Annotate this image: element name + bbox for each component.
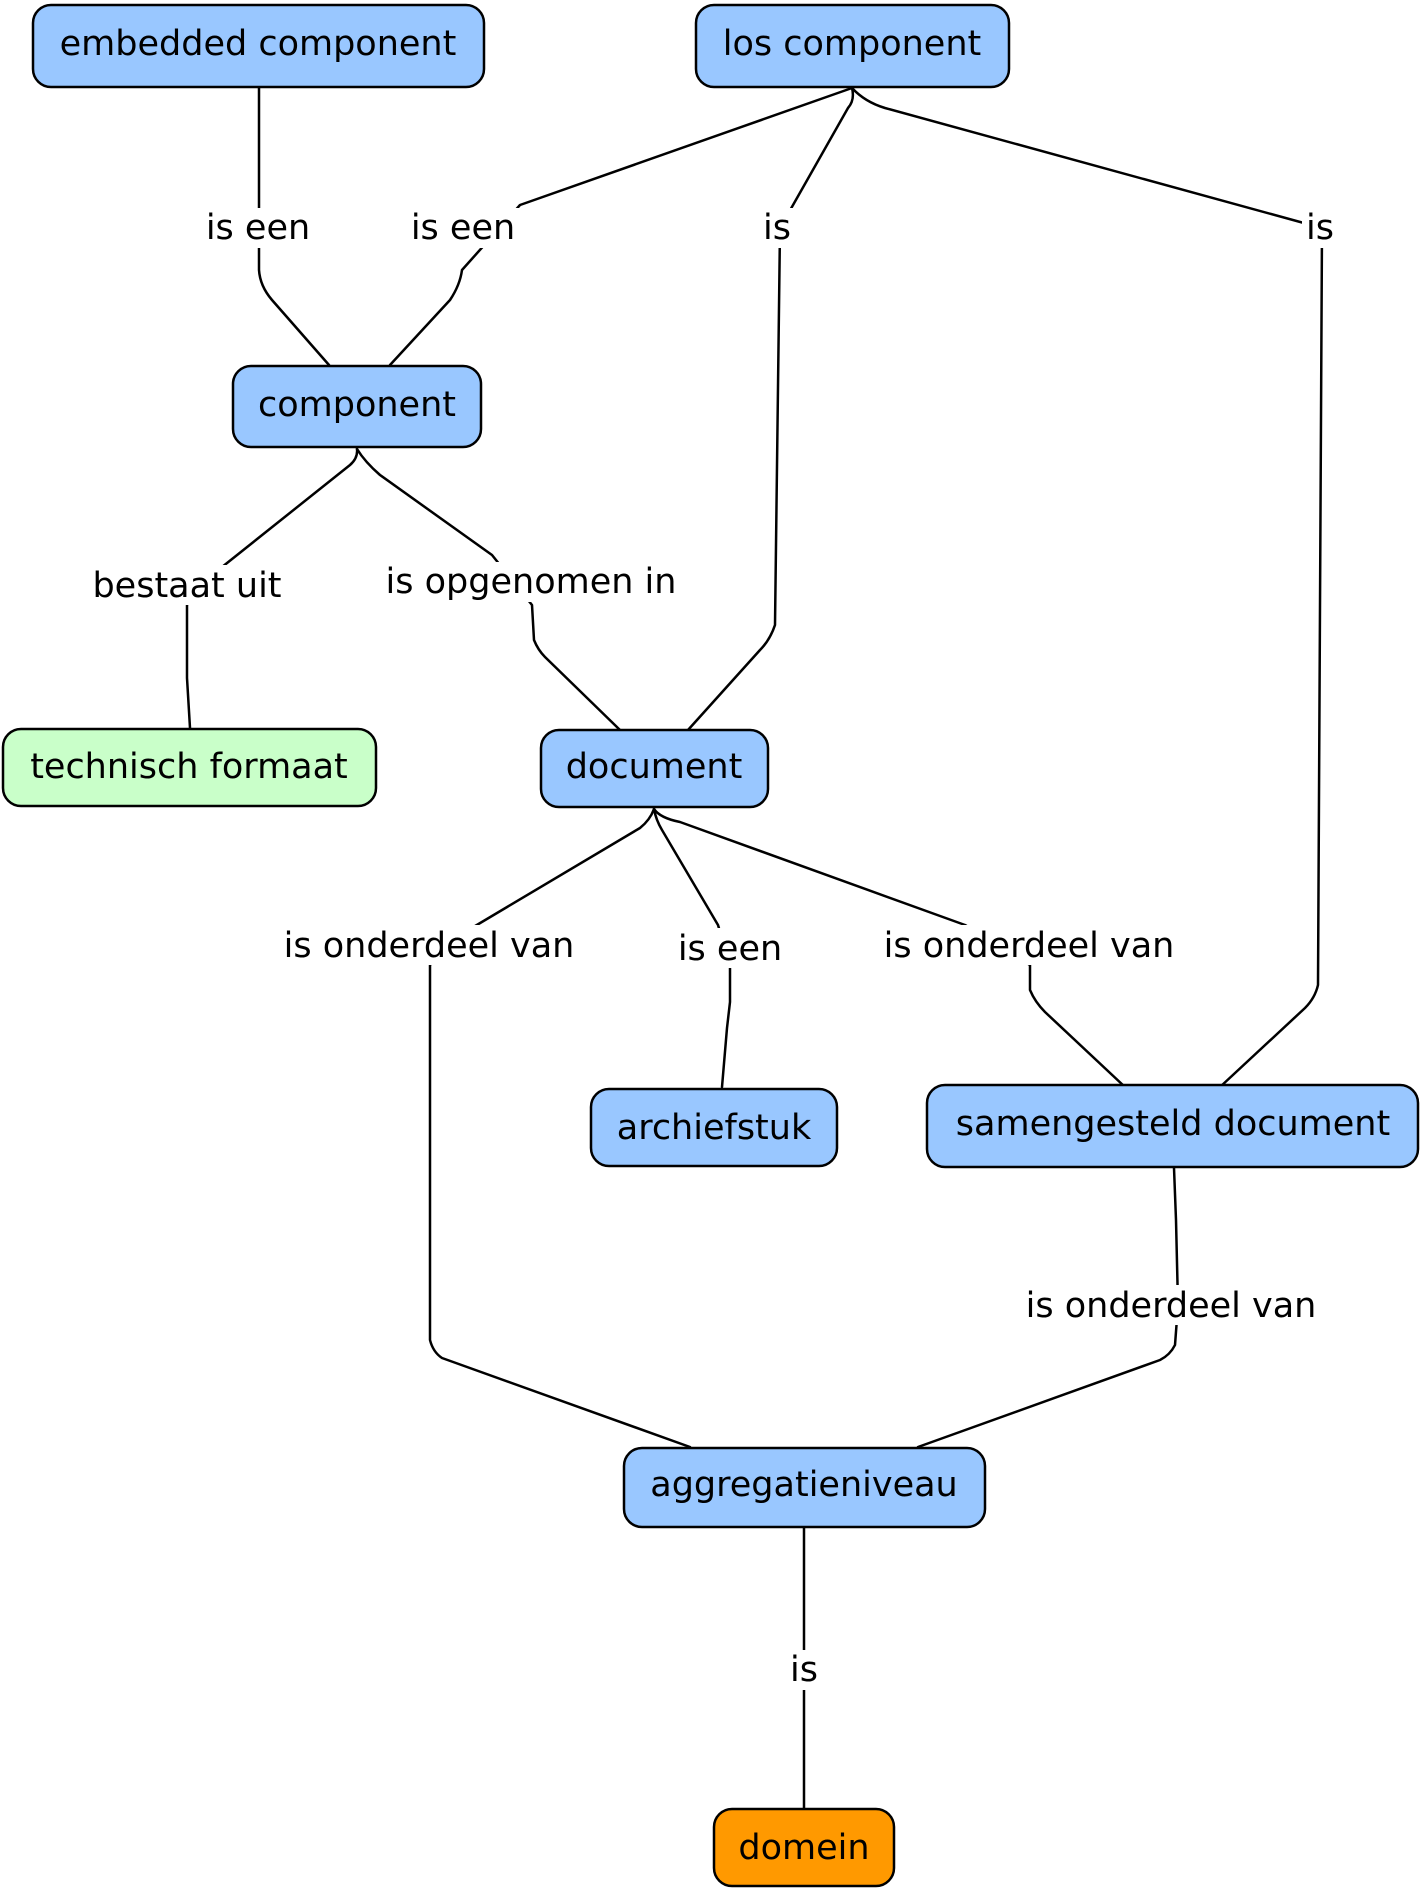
node-label: embedded component xyxy=(60,24,457,64)
node-samengesteld-document[interactable]: samengesteld document xyxy=(925,1083,1420,1169)
edge-label-bestaat-uit: bestaat uit xyxy=(88,565,286,606)
node-technisch-formaat[interactable]: technisch formaat xyxy=(1,727,378,808)
edge-label-text: is onderdeel van xyxy=(884,926,1175,966)
edge-label-los-is-een: is een xyxy=(404,208,522,248)
node-label: document xyxy=(566,747,743,787)
edge-line-los-component-to-samengesteld xyxy=(850,86,1324,1089)
edge-label-aggregatie-is-domein: is xyxy=(786,1650,822,1690)
edge-label-text: is een xyxy=(411,208,515,248)
node-label: domein xyxy=(738,1828,869,1868)
edge-line-component-to-document xyxy=(355,447,622,732)
node-box xyxy=(1,727,378,808)
edge-label-text: is opgenomen in xyxy=(386,562,677,602)
node-label: component xyxy=(258,385,456,425)
edge-label-text: is xyxy=(790,1650,818,1690)
node-box xyxy=(539,728,770,809)
edge-line-document-to-archiefstuk xyxy=(652,807,732,1089)
edge-line-los-component-to-document xyxy=(686,86,855,732)
edge-label-text: is onderdeel van xyxy=(284,926,575,966)
edge-line-embedded-component xyxy=(257,86,331,367)
node-label: archiefstuk xyxy=(617,1108,812,1148)
edge-labels: is een is een is is bestaat uit is opgen… xyxy=(88,208,1338,1690)
node-box xyxy=(589,1087,839,1168)
edge-label-document-is-een-archiefstuk: is een xyxy=(671,928,789,969)
node-archiefstuk[interactable]: archiefstuk xyxy=(589,1087,839,1168)
edge-label-is-opgenomen-in: is opgenomen in xyxy=(380,562,682,602)
node-embedded-component[interactable]: embedded component xyxy=(31,3,486,89)
node-box xyxy=(622,1446,987,1529)
node-box xyxy=(712,1807,896,1888)
node-document[interactable]: document xyxy=(539,728,770,809)
edge-label-text: is onderdeel van xyxy=(1026,1286,1317,1326)
node-box xyxy=(231,364,483,449)
node-box xyxy=(31,3,486,89)
edge-label-samengesteld-onderdeel-aggregatie: is onderdeel van xyxy=(1020,1285,1322,1326)
node-domein[interactable]: domein xyxy=(712,1807,896,1888)
node-aggregatieniveau[interactable]: aggregatieniveau xyxy=(622,1446,987,1529)
edge-label-los-is-document: is xyxy=(759,208,795,248)
edge-label-text: is een xyxy=(678,929,782,969)
edge-label-embedded-is-een: is een xyxy=(200,208,318,248)
node-label: samengesteld document xyxy=(956,1104,1390,1144)
node-box xyxy=(694,3,1011,89)
node-component[interactable]: component xyxy=(231,364,483,449)
node-box xyxy=(925,1083,1420,1169)
edge-label-los-is-samengesteld: is xyxy=(1302,208,1338,248)
node-los-component[interactable]: los component xyxy=(694,3,1011,89)
edge-label-text: is xyxy=(1306,208,1334,248)
edge-label-document-onderdeel-aggregatie: is onderdeel van xyxy=(278,925,580,966)
edge-label-text: is xyxy=(763,208,791,248)
edge-line-los-component-to-component xyxy=(388,86,854,367)
node-label: aggregatieniveau xyxy=(650,1465,957,1505)
edge-label-text: is een xyxy=(206,208,310,248)
node-label: technisch formaat xyxy=(30,747,348,787)
edge-label-document-onderdeel-samengesteld: is onderdeel van xyxy=(878,925,1180,966)
edge-label-text: bestaat uit xyxy=(92,566,281,606)
node-label: los component xyxy=(723,24,982,64)
nodes: embedded component los component compone… xyxy=(1,3,1420,1888)
